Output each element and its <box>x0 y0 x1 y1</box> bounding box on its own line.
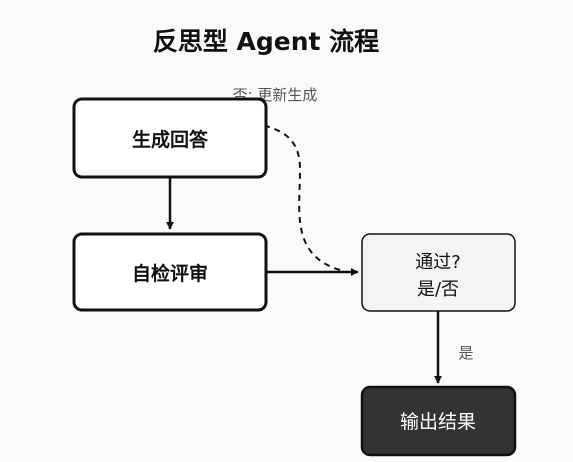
node-output: 输出结果 <box>360 385 517 457</box>
edge-label-yes: 是 <box>458 344 473 362</box>
node-decision: 通过? 是/否 <box>361 233 516 312</box>
node-review-label: 自检评审 <box>132 262 208 285</box>
node-generate: 生成回答 <box>72 97 268 179</box>
node-output-label: 输出结果 <box>400 411 476 433</box>
node-generate-label: 生成回答 <box>132 128 209 151</box>
diagram-title: 反思型 Agent 流程 <box>153 27 379 56</box>
edge-decision-to-generate <box>167 103 341 271</box>
node-decision-line1: 通过? <box>415 252 461 273</box>
node-review: 自检评审 <box>72 232 268 312</box>
node-decision-line2: 是/否 <box>417 279 459 300</box>
